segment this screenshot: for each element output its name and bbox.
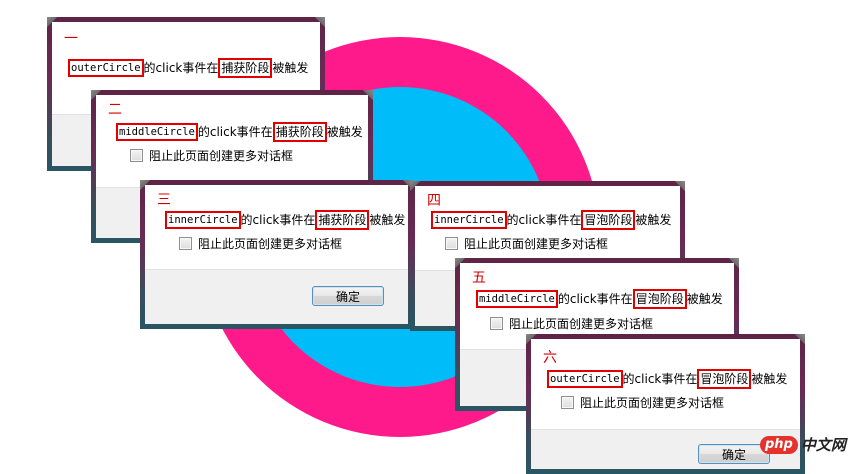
element-name-highlight: middleCircle: [116, 123, 198, 141]
ok-button[interactable]: 确定: [312, 286, 384, 306]
phase-highlight: 冒泡阶段: [581, 210, 636, 230]
prevent-dialogs-checkbox[interactable]: [490, 317, 503, 330]
dialog-number-label: 三: [157, 192, 171, 208]
message-text: 的click事件在: [197, 125, 273, 139]
dialog-message: middleCircle 的click事件在 捕获阶段 被触发: [116, 122, 363, 142]
prevent-dialogs-option[interactable]: 阻止此页面创建更多对话框: [490, 315, 653, 332]
message-text-end: 被触发: [686, 292, 723, 306]
checkbox-label: 阻止此页面创建更多对话框: [464, 237, 609, 251]
php-logo-icon: php: [760, 435, 798, 454]
alert-dialog-3: 三 innerCircle 的click事件在 捕获阶段 被触发 阻止此页面创建…: [140, 180, 413, 329]
phase-highlight: 捕获阶段: [272, 122, 327, 142]
element-name-highlight: innerCircle: [431, 211, 507, 229]
phase-highlight: 捕获阶段: [315, 210, 370, 230]
dialog-number-label: 六: [543, 350, 557, 366]
prevent-dialogs-option[interactable]: 阻止此页面创建更多对话框: [130, 147, 293, 164]
ok-button[interactable]: 确定: [698, 444, 770, 464]
checkbox-label: 阻止此页面创建更多对话框: [198, 237, 343, 251]
checkbox-label: 阻止此页面创建更多对话框: [509, 317, 654, 331]
message-text-end: 被触发: [326, 125, 363, 139]
dialog-number-label: 五: [472, 270, 486, 286]
message-text-end: 被触发: [751, 372, 788, 386]
prevent-dialogs-option[interactable]: 阻止此页面创建更多对话框: [445, 235, 608, 252]
prevent-dialogs-checkbox[interactable]: [561, 396, 574, 409]
element-name-highlight: outerCircle: [68, 59, 144, 77]
message-text: 的click事件在: [506, 213, 582, 227]
message-text: 的click事件在: [143, 61, 219, 75]
prevent-dialogs-option[interactable]: 阻止此页面创建更多对话框: [561, 394, 724, 411]
dialog-message: innerCircle 的click事件在 捕获阶段 被触发: [165, 210, 405, 230]
dialog-number-label: 二: [108, 102, 122, 118]
dialog-number-label: 一: [64, 31, 78, 47]
element-name-highlight: outerCircle: [547, 370, 623, 388]
dialog-message: outerCircle 的click事件在 冒泡阶段 被触发: [547, 369, 787, 389]
element-name-highlight: innerCircle: [165, 211, 241, 229]
checkbox-label: 阻止此页面创建更多对话框: [580, 396, 725, 410]
dialog-message: outerCircle 的click事件在 捕获阶段 被触发: [68, 58, 308, 78]
site-watermark: php 中文网: [760, 434, 846, 455]
prevent-dialogs-checkbox[interactable]: [445, 237, 458, 250]
prevent-dialogs-checkbox[interactable]: [179, 237, 192, 250]
message-text: 的click事件在: [622, 372, 698, 386]
dialog-number-label: 四: [427, 193, 441, 209]
phase-highlight: 冒泡阶段: [697, 369, 752, 389]
dialog-message: middleCircle 的click事件在 冒泡阶段 被触发: [476, 289, 723, 309]
element-name-highlight: middleCircle: [476, 290, 558, 308]
message-text-end: 被触发: [369, 213, 406, 227]
alert-dialog-6: 六 outerCircle 的click事件在 冒泡阶段 被触发 阻止此页面创建…: [526, 334, 805, 474]
dialog-message: innerCircle 的click事件在 冒泡阶段 被触发: [431, 210, 671, 230]
prevent-dialogs-checkbox[interactable]: [130, 149, 143, 162]
phase-highlight: 捕获阶段: [218, 58, 273, 78]
message-text-end: 被触发: [635, 213, 672, 227]
checkbox-label: 阻止此页面创建更多对话框: [149, 149, 294, 163]
prevent-dialogs-option[interactable]: 阻止此页面创建更多对话框: [179, 235, 342, 252]
watermark-text: 中文网: [800, 436, 846, 454]
phase-highlight: 冒泡阶段: [632, 289, 687, 309]
message-text: 的click事件在: [557, 292, 633, 306]
message-text-end: 被触发: [272, 61, 309, 75]
message-text: 的click事件在: [240, 213, 316, 227]
